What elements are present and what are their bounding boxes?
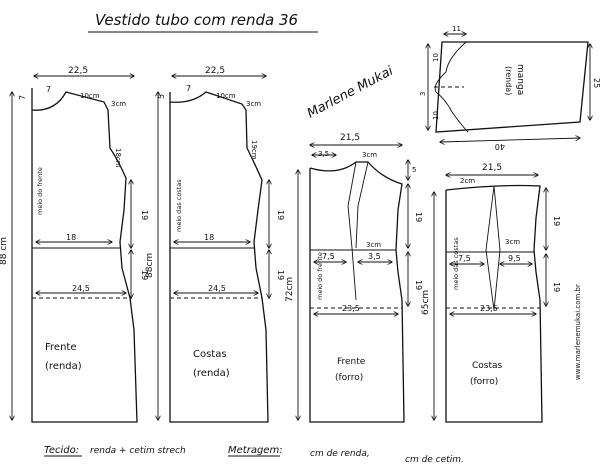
front-lining-seg-19b: 19 — [414, 280, 423, 290]
back-lining-dart-a: 3cm — [505, 238, 520, 246]
back-lining-name: Costas — [472, 361, 503, 371]
front-lace-neck-depth: 7 — [18, 95, 27, 100]
back-lace-seg-19a: 19 — [276, 210, 285, 220]
front-lace-fold-label: meio do frente — [36, 167, 44, 215]
sleeve-name: manga — [515, 64, 525, 95]
front-lining-strap-b: 3cm — [362, 151, 377, 159]
sleeve-pattern: 11 3 10 10 40 25 manga (renda) — [419, 25, 600, 151]
front-lining-pattern: 21,5 3,5 3cm 5 3cm 7,5 3,5 23,5 19 19 72… — [285, 133, 423, 423]
back-lace-fabric: (renda) — [193, 368, 230, 379]
back-lace-name: Costas — [193, 349, 227, 360]
front-lace-shoulder-len: 10cm — [80, 92, 100, 100]
back-lining-fold-label: meio das costas — [452, 237, 460, 290]
back-lining-seg-19a: 19 — [552, 216, 561, 226]
back-lace-hip-width: 24,5 — [208, 284, 226, 293]
back-lining-top-drop: 2cm — [460, 177, 475, 185]
back-lace-armhole-depth: 19cm — [250, 140, 258, 160]
sleeve-width: 40 — [495, 142, 505, 151]
front-lining-waist-b: 3,5 — [368, 252, 381, 261]
front-lining-name: Frente — [337, 357, 366, 367]
front-lace-hip-width: 24,5 — [72, 284, 90, 293]
back-lining-seg-19b: 19 — [552, 282, 561, 292]
front-lining-fold-label: meio do frente — [316, 252, 324, 300]
back-lace-shoulder-drop: 3cm — [246, 100, 261, 108]
front-lining-hip-width: 23,5 — [342, 304, 360, 313]
yardage-satin: cm de cetim. — [405, 455, 464, 465]
front-lace-total-length: 88 cm — [0, 237, 9, 265]
back-lining-outline — [445, 184, 543, 423]
sleeve-fabric: (renda) — [504, 66, 513, 95]
back-lining-pattern: 21,5 2cm 3cm 7,5 9,5 23,5 19 19 65cm mei… — [421, 163, 561, 423]
fabric-label: Tecido: — [44, 445, 79, 456]
front-lining-strap-a: 3,5 — [318, 150, 329, 158]
front-lining-dart-a: 3cm — [366, 241, 381, 249]
front-lace-fabric: (renda) — [45, 361, 82, 372]
back-lace-neck-depth: 5 — [157, 94, 166, 99]
sleeve-cap-curve — [434, 41, 469, 133]
front-lace-seg-19a: 19 — [140, 210, 149, 220]
front-lining-waist-a: 7,5 — [322, 252, 335, 261]
back-lining-total-length: 65cm — [421, 290, 431, 315]
back-lace-fold-label: meio das costas — [175, 179, 183, 232]
front-lining-top-drop: 5 — [412, 166, 416, 174]
front-lace-name: Frente — [45, 342, 76, 353]
front-lace-outline — [31, 88, 138, 423]
back-lining-waist-b: 9,5 — [508, 254, 521, 263]
front-lace-seg-19b: 19 — [140, 270, 149, 280]
website-text: www.marlenemukai.com.br — [574, 284, 582, 380]
back-lace-neck-width: 7 — [186, 84, 191, 93]
front-lace-waist-width: 18 — [66, 233, 76, 242]
back-lace-waist-width: 18 — [204, 233, 214, 242]
back-lining-dart — [485, 185, 501, 311]
sleeve-outline — [435, 41, 589, 133]
front-lace-armhole-depth: 18cm — [114, 148, 122, 168]
signature: Marlene Mukai — [305, 63, 396, 121]
back-lining-hip-width: 23,5 — [480, 304, 498, 313]
front-lace-bust-width: 22,5 — [68, 66, 88, 76]
back-lace-shoulder-len: 10cm — [216, 92, 236, 100]
back-lace-seg-19b: 19 — [276, 270, 285, 280]
front-lining-bust-width: 21,5 — [340, 133, 360, 143]
front-lace-pattern: 22,5 7 7 10cm 3cm 18cm 18 24,5 19 19 88 … — [0, 66, 149, 423]
front-lining-outline — [309, 161, 405, 423]
back-lining-waist-a: 7,5 — [458, 254, 471, 263]
back-lace-outline — [169, 91, 269, 423]
back-lace-pattern: 22,5 5 7 10cm 3cm 19cm 18 24,5 19 19 88c… — [145, 66, 285, 423]
back-lace-total-length: 88cm — [145, 253, 155, 278]
back-lace-bust-width: 22,5 — [205, 66, 225, 76]
sleeve-top-width: 11 — [452, 25, 461, 33]
fabric-value: renda + cetim strech — [90, 446, 186, 456]
front-lining-seg-19a: 19 — [414, 212, 423, 222]
yardage-label: Metragem: — [228, 445, 283, 456]
yardage-lace: cm de renda, — [310, 449, 370, 459]
sleeve-cap-mark-2: 10 — [432, 111, 440, 120]
back-lining-fabric: (forro) — [470, 377, 498, 387]
front-lace-neck-width: 7 — [46, 85, 51, 94]
footer-notes: Tecido: renda + cetim strech Metragem: c… — [44, 445, 464, 465]
front-lining-fabric: (forro) — [335, 373, 363, 383]
front-lining-total-length: 72cm — [285, 277, 295, 302]
sleeve-cap-height: 3 — [419, 92, 427, 96]
back-lining-bust-width: 21,5 — [482, 163, 502, 173]
sleeve-cap-mark-1: 10 — [432, 53, 440, 62]
pattern-title: Vestido tubo com renda 36 — [95, 11, 298, 29]
front-lace-shoulder-drop: 3cm — [111, 100, 126, 108]
front-lining-dart — [347, 161, 357, 301]
sleeve-length: 25 — [592, 78, 600, 88]
